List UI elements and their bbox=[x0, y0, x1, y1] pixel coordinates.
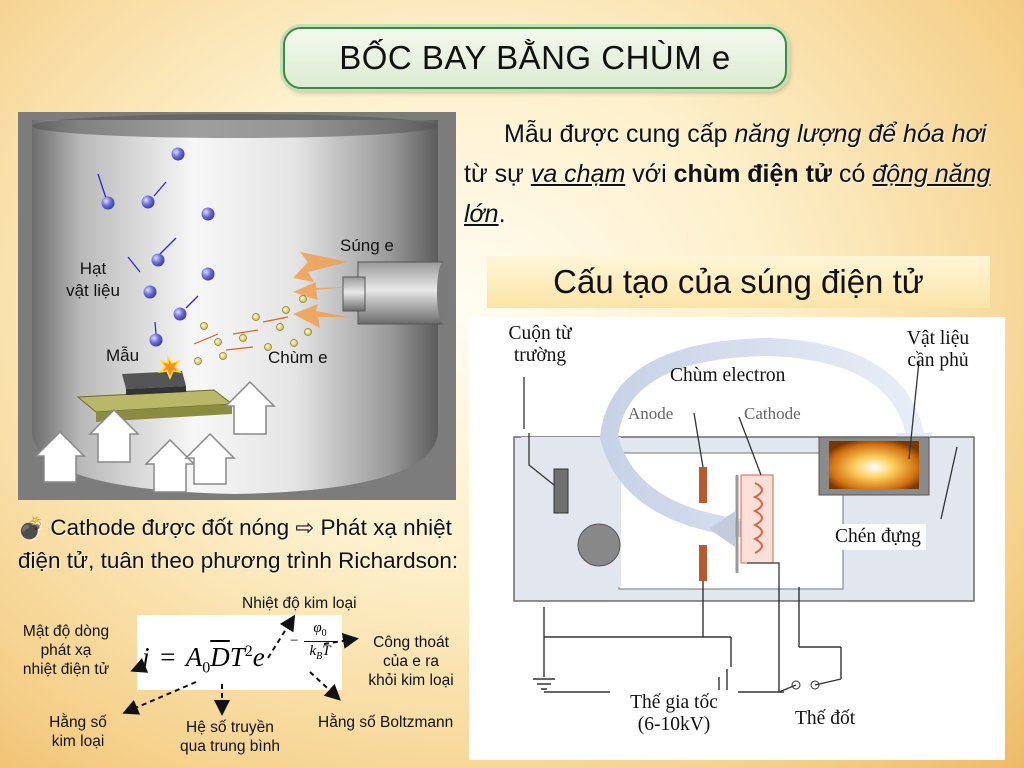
intro-text-1: Mẫu được cung cấp bbox=[504, 120, 735, 148]
beam-label: Chùm e bbox=[268, 348, 328, 367]
anode-plate-bottom bbox=[699, 545, 707, 581]
up-arrows bbox=[34, 380, 276, 493]
label-current-density-1: Mật độ dòng bbox=[22, 623, 110, 640]
material-particles bbox=[101, 147, 215, 347]
anode-plate-top bbox=[699, 467, 707, 503]
eq-d: D bbox=[210, 642, 230, 672]
label-metal-constant-1: Hằng số bbox=[49, 714, 107, 731]
particle-label-line-2: vật liệu bbox=[66, 281, 120, 300]
intro-text-3: từ sự bbox=[464, 160, 531, 188]
eq-phi: φ bbox=[313, 620, 322, 636]
richardson-equation bbox=[137, 615, 342, 690]
label-current-density-2: phát xạ bbox=[40, 642, 92, 659]
label-boltzmann: Hằng số Boltzmann bbox=[318, 714, 454, 731]
label-crucible: Chén đựng bbox=[830, 524, 926, 550]
label-current-density: Mật độ dòng phát xạ nhiệt điện tử bbox=[4, 622, 128, 679]
intro-text-7: có bbox=[832, 160, 873, 188]
crucible-material bbox=[829, 441, 919, 489]
title-box: BỐC BAY BẰNG CHÙM e bbox=[283, 27, 787, 89]
label-metal-constant: Hằng số kim loại bbox=[28, 713, 128, 751]
intro-text-8: động năng lớn bbox=[464, 160, 991, 228]
beam-arrows bbox=[293, 252, 348, 328]
label-work-function: Công thoát của e ra khỏi kim loại bbox=[356, 633, 466, 690]
label-electron-beam: Chùm electron bbox=[670, 365, 786, 386]
cathode-coil bbox=[740, 474, 774, 564]
eq-k: k bbox=[309, 643, 317, 659]
label-cathode: Cathode bbox=[744, 404, 801, 423]
eq-exp-t: T bbox=[322, 643, 331, 659]
eq-t-exp: 2 bbox=[244, 643, 253, 660]
label-coating-material: Vật liệu cần phủ bbox=[890, 328, 986, 372]
intro-text-9: . bbox=[498, 200, 506, 228]
label-coating-material-1: Vật liệu bbox=[906, 328, 970, 349]
eq-k-sub: B bbox=[316, 651, 323, 662]
impact-spark-icon bbox=[157, 354, 183, 380]
label-metal-constant-2: kim loại bbox=[51, 733, 105, 750]
label-acceleration-voltage-1: Thế gia tốc bbox=[630, 692, 718, 713]
eq-a: A bbox=[185, 642, 203, 672]
intro-text-5: với bbox=[625, 160, 674, 188]
equation-arrows bbox=[122, 614, 359, 716]
eq-t: T bbox=[229, 642, 245, 672]
electron-gun-schematic bbox=[513, 337, 975, 715]
label-transmission-2: qua trung bình bbox=[180, 738, 280, 755]
eq-phi-sub: 0 bbox=[321, 628, 327, 639]
particle-label-line-1: Hạt bbox=[79, 259, 107, 278]
bullet-arrow-icon: ⇨ bbox=[295, 515, 315, 540]
label-work-function-3: khỏi kim loại bbox=[368, 672, 454, 689]
intro-text-6: chùm điện tử bbox=[673, 160, 833, 188]
page-title: BỐC BAY BẰNG CHÙM e bbox=[339, 39, 731, 76]
bullet-text-2: Phát xạ nhiệt điện tử, tuân theo phương … bbox=[18, 515, 459, 573]
label-heating-voltage: Thế đốt bbox=[790, 706, 861, 732]
intro-paragraph: Mẫu được cung cấp năng lượng để hóa hơi … bbox=[464, 114, 996, 234]
label-magnetic-coil-2: trường bbox=[513, 345, 567, 366]
label-transmission: Hệ số truyền qua trung bình bbox=[160, 718, 300, 756]
label-metal-temperature: Nhiệt độ kim loại bbox=[242, 595, 357, 612]
bullet-text-1: Cathode được đốt nóng bbox=[50, 515, 290, 540]
eq-a-sub: 0 bbox=[202, 659, 211, 677]
label-magnetic-coil-1: Cuộn từ bbox=[508, 323, 572, 344]
subheading-box: Cấu tạo của súng điện tử bbox=[487, 256, 990, 308]
label-transmission-1: Hệ số truyền bbox=[186, 719, 274, 736]
eq-e: e bbox=[252, 642, 265, 672]
label-acceleration-voltage: Thế gia tốc (6-10kV) bbox=[610, 690, 738, 738]
electron-gun bbox=[342, 261, 449, 325]
particle-arrows bbox=[97, 173, 199, 335]
subheading: Cấu tạo của súng điện tử bbox=[553, 263, 924, 300]
gun-label: Súng e bbox=[340, 236, 394, 255]
label-magnetic-coil: Cuộn từ trường bbox=[494, 323, 586, 367]
sample-label: Mẫu bbox=[106, 346, 140, 365]
eq-equals: = bbox=[160, 642, 176, 672]
cathode-bullet: 💣 Cathode được đốt nóng ⇨ Phát xạ nhiệt … bbox=[18, 512, 468, 577]
evaporation-chamber-illustration bbox=[18, 112, 456, 500]
equation-main: j = A0DT2e bbox=[142, 642, 265, 677]
intro-text-2: năng lượng để hóa hơi bbox=[734, 120, 987, 148]
electron-beam-dots bbox=[194, 295, 312, 365]
ground-icon bbox=[533, 678, 555, 690]
ray-lines bbox=[193, 316, 289, 351]
bomb-icon: 💣 bbox=[18, 517, 45, 540]
beam-path-arc bbox=[599, 337, 924, 538]
label-acceleration-voltage-2: (6-10kV) bbox=[637, 714, 711, 735]
intro-text-4: va chạm bbox=[530, 160, 626, 188]
eq-exp-minus: − bbox=[290, 633, 299, 649]
particle-label: Hạt vật liệu bbox=[48, 258, 138, 302]
label-current-density-3: nhiệt điện tử bbox=[22, 661, 110, 678]
label-work-function-2: của e ra bbox=[382, 653, 439, 670]
label-work-function-1: Công thoát bbox=[373, 634, 449, 651]
label-anode: Anode bbox=[628, 404, 674, 423]
label-coating-material-2: cần phủ bbox=[907, 350, 969, 371]
eq-j: j bbox=[142, 642, 150, 672]
